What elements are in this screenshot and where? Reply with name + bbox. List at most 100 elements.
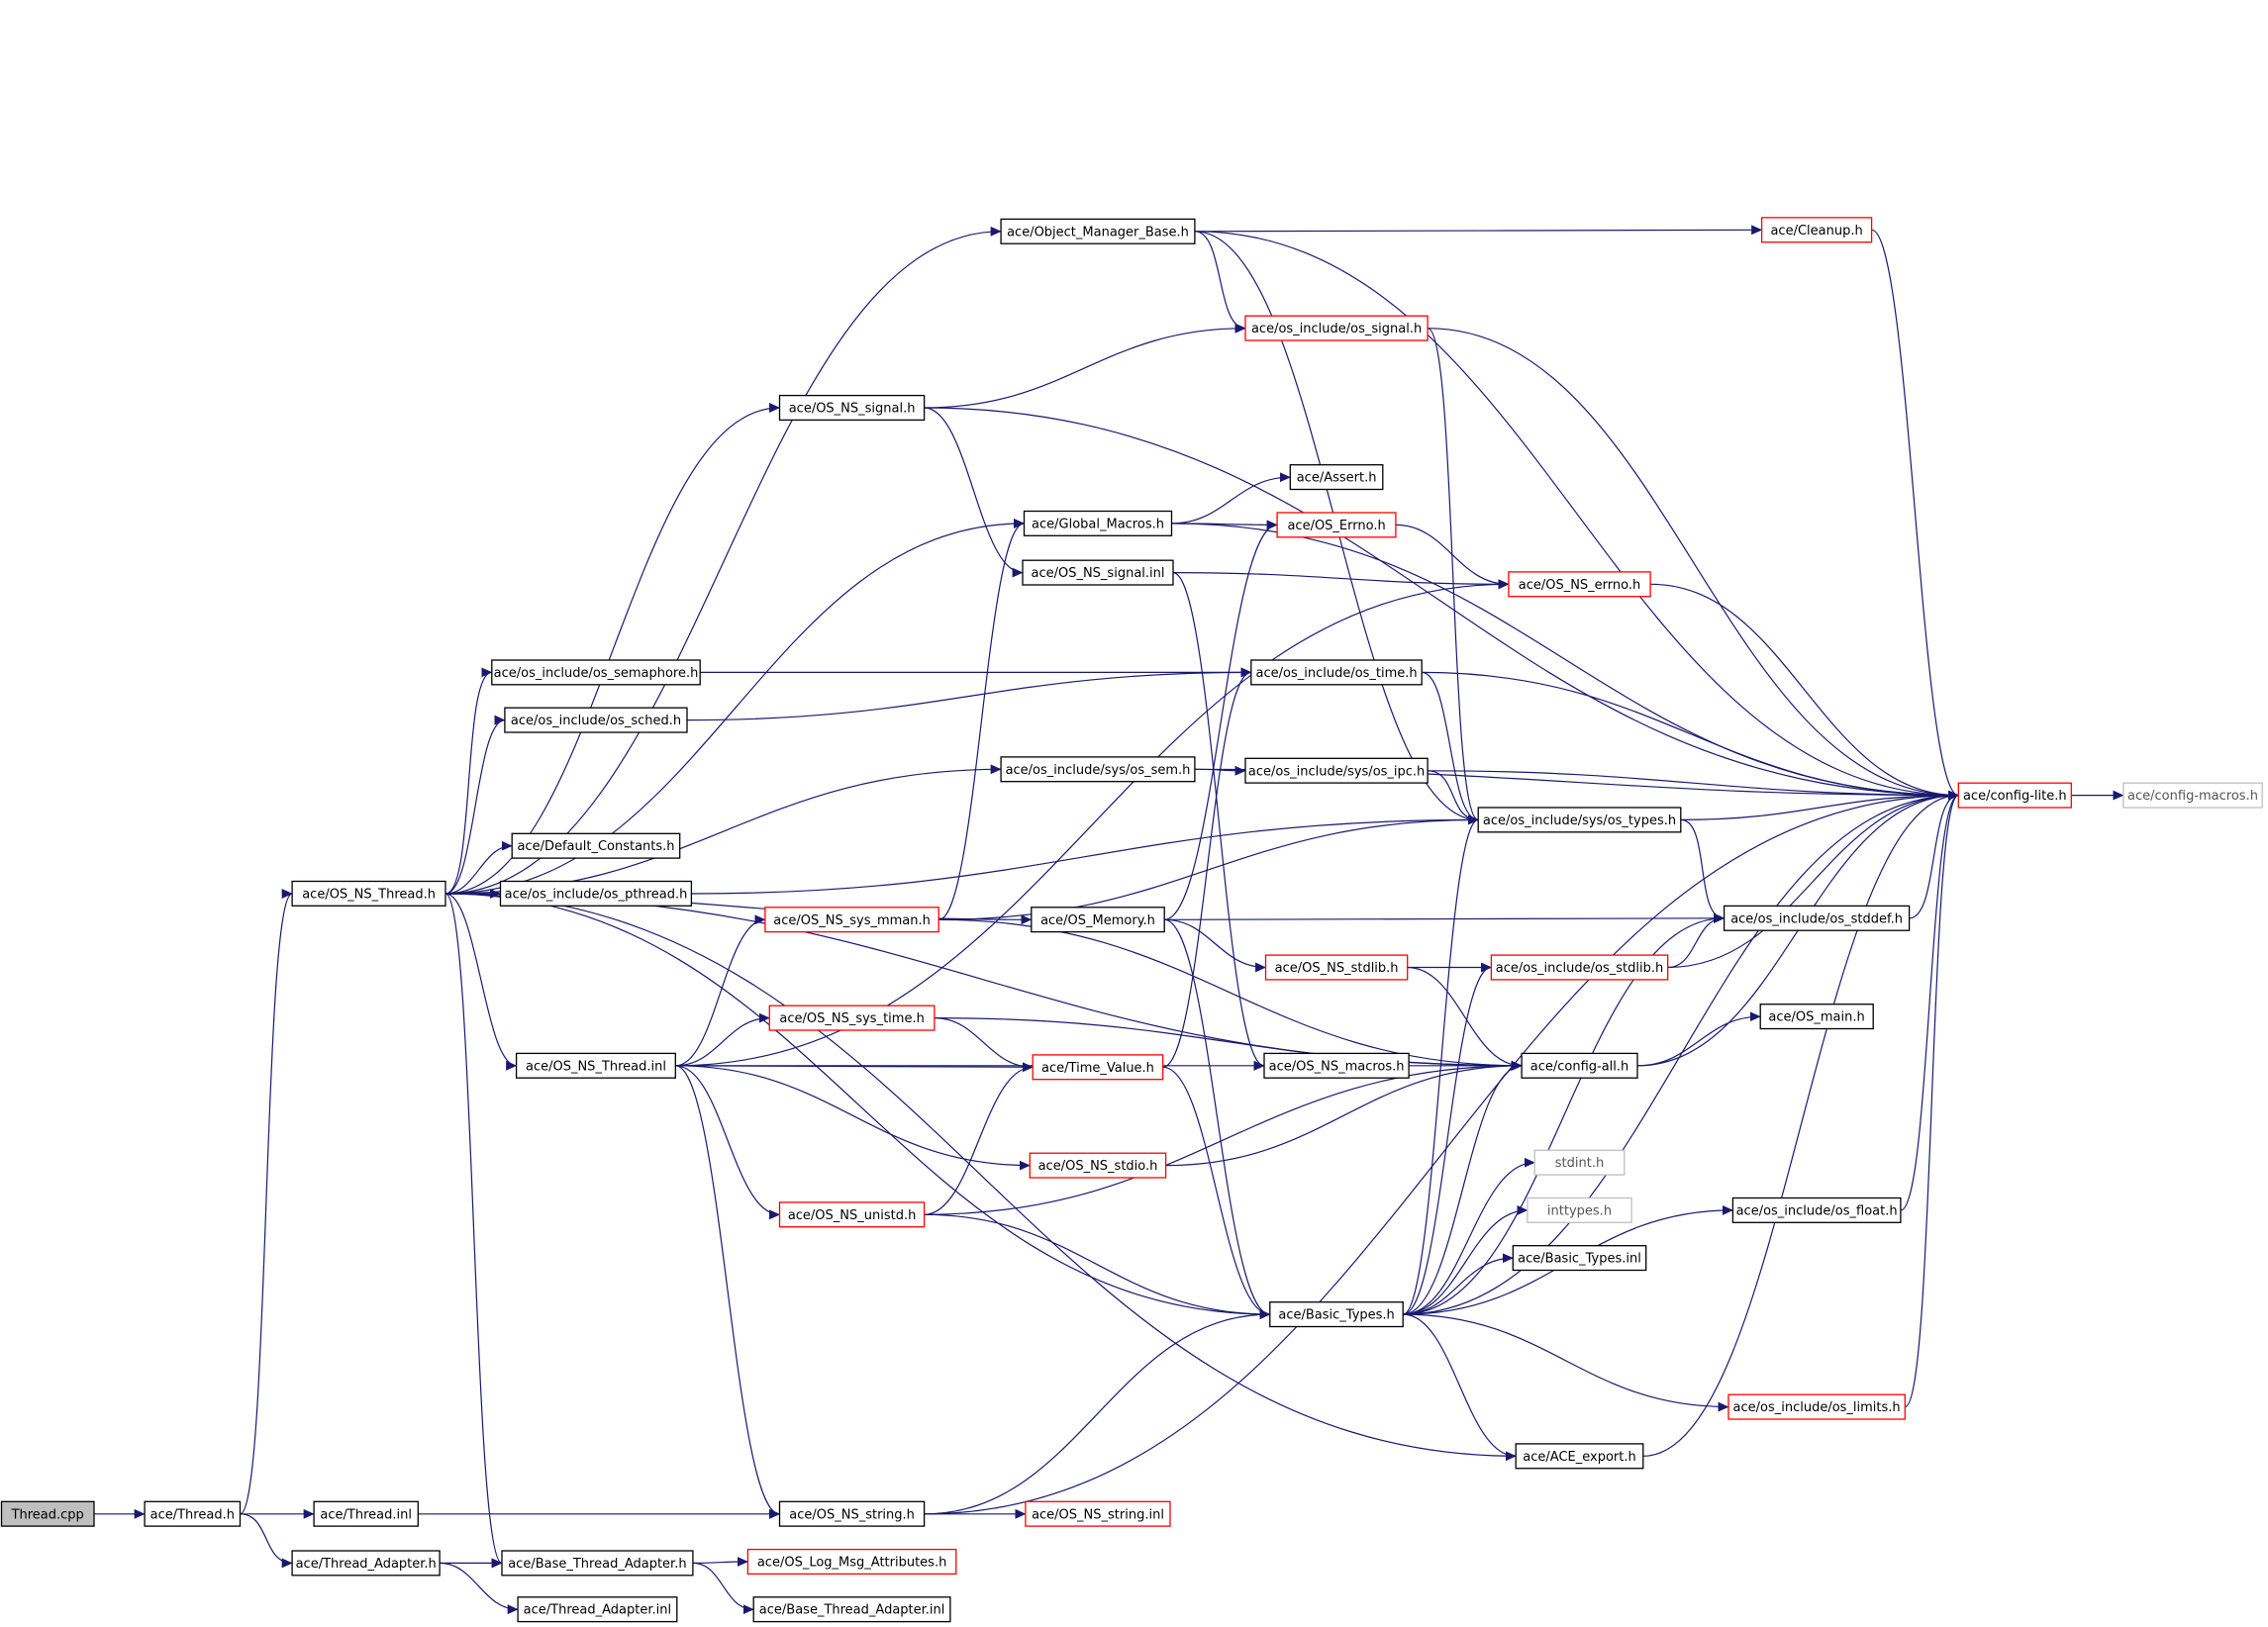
file-node-os-ns-thread-h[interactable]: ace/OS_NS_Thread.h	[291, 880, 446, 907]
edge-base_thread_adapter_h-to-os_log_msg_attributes_h	[692, 1557, 748, 1567]
edge-os_ns_thread_h-to-global_macros_h	[444, 518, 1026, 895]
edge-os_stddef_h-to-config_lite_h	[1909, 790, 1959, 919]
file-node-ace-export-h[interactable]: ace/ACE_export.h	[1515, 1443, 1644, 1470]
edge-os_float_h-to-config_lite_h	[1900, 790, 1959, 1211]
file-node-thread-h[interactable]: ace/Thread.h	[144, 1500, 242, 1527]
file-node-os-sys-ipc-h[interactable]: ace/os_include/sys/os_ipc.h	[1244, 757, 1429, 784]
file-node-box	[1250, 659, 1423, 686]
file-node-assert-h[interactable]: ace/Assert.h	[1289, 464, 1384, 491]
edge-object_manager_base_h-to-cleanup_h	[1194, 225, 1763, 236]
file-node-os-ns-sys-time-h[interactable]: ace/OS_NS_sys_time.h	[768, 1005, 936, 1031]
file-node-label: ace/os_include/sys/os_ipc.h	[1248, 764, 1425, 779]
file-node-label: ace/Time_Value.h	[1041, 1061, 1154, 1076]
edge-os_ns_thread_inl-to-os_ns_unistd_h	[675, 1065, 781, 1220]
file-node-os-sys-sem-h[interactable]: ace/os_include/sys/os_sem.h	[1000, 756, 1196, 783]
edge-os_ns_thread_h-to-os_semaphore_h	[444, 667, 493, 895]
file-node-label: ace/Thread_Adapter.h	[296, 1557, 437, 1572]
file-node-box	[1276, 512, 1397, 538]
file-node-label: ace/OS_main.h	[1768, 1010, 1864, 1025]
file-node-thread-adapter-h[interactable]: ace/Thread_Adapter.h	[291, 1550, 441, 1577]
edge-thread_adapter_h-to-thread_adapter_inl	[440, 1562, 519, 1615]
file-node-os-ns-stdio-h[interactable]: ace/OS_NS_stdio.h	[1029, 1152, 1167, 1179]
file-node-box	[2122, 782, 2263, 809]
file-node-box	[1957, 782, 2072, 809]
file-node-box	[746, 1548, 957, 1576]
file-node-label: ace/OS_NS_stdlib.h	[1275, 961, 1399, 976]
edge-basic_types_h-to-os_sys_types_h	[1403, 814, 1479, 1315]
file-node-os-ns-macros-h[interactable]: ace/OS_NS_macros.h	[1263, 1052, 1410, 1079]
file-node-os-signal-h[interactable]: ace/os_include/os_signal.h	[1244, 315, 1429, 341]
file-node-box	[144, 1500, 242, 1527]
file-node-box	[1025, 1500, 1171, 1527]
file-node-label: ace/OS_NS_string.h	[789, 1507, 915, 1522]
file-node-basic-types-h[interactable]: ace/Basic_Types.h	[1269, 1301, 1404, 1328]
file-node-label: ace/Base_Thread_Adapter.inl	[759, 1603, 945, 1618]
file-node-config-all-h[interactable]: ace/config-all.h	[1521, 1052, 1638, 1079]
file-node-os-log-msg-attributes-h[interactable]: ace/OS_Log_Msg_Attributes.h	[746, 1548, 957, 1576]
file-node-os-ns-signal-h[interactable]: ace/OS_NS_signal.h	[778, 394, 926, 422]
file-node-os-ns-stdlib-h[interactable]: ace/OS_NS_stdlib.h	[1264, 954, 1409, 981]
file-node-os-pthread-h[interactable]: ace/os_include/os_pthread.h	[499, 880, 693, 907]
file-node-thread-cpp[interactable]: Thread.cpp	[0, 1500, 95, 1527]
file-node-thread-adapter-inl[interactable]: ace/Thread_Adapter.inl	[517, 1596, 678, 1623]
edge-os_memory_h-to-os_errno_h	[1164, 520, 1278, 920]
edge-os_ns_string_h-to-basic_types_h	[924, 1309, 1271, 1515]
file-node-label: stdint.h	[1555, 1156, 1604, 1171]
file-node-box	[778, 1201, 926, 1228]
file-node-label: ace/Thread_Adapter.inl	[524, 1603, 671, 1618]
file-node-box	[1731, 1196, 1902, 1223]
edge-os_ns_signal_inl-to-os_ns_macros_h	[1172, 572, 1265, 1071]
edge-time_value_h-to-os_time_h	[1162, 667, 1252, 1068]
file-node-time-value-h[interactable]: ace/Time_Value.h	[1032, 1054, 1164, 1081]
file-node-box	[504, 707, 688, 733]
edge-os_sched_h-to-os_time_h	[686, 667, 1252, 721]
edge-basic_types_h-to-inttypes_h	[1403, 1204, 1528, 1315]
file-node-base-thread-adapter-inl[interactable]: ace/Base_Thread_Adapter.inl	[752, 1596, 951, 1623]
file-node-config-lite-h[interactable]: ace/config-lite.h	[1957, 782, 2072, 809]
file-node-box	[1508, 571, 1651, 598]
file-node-os-main-h[interactable]: ace/OS_main.h	[1759, 1004, 1874, 1030]
file-node-os-ns-unistd-h[interactable]: ace/OS_NS_unistd.h	[778, 1201, 926, 1228]
file-node-os-sched-h[interactable]: ace/os_include/os_sched.h	[504, 707, 688, 733]
file-node-global-macros-h[interactable]: ace/Global_Macros.h	[1023, 510, 1173, 536]
file-node-os-memory-h[interactable]: ace/OS_Memory.h	[1031, 907, 1165, 933]
file-node-box	[778, 1500, 926, 1527]
file-node-box	[1515, 1443, 1644, 1470]
edge-os_ns_stdio_h-to-config_all_h	[1165, 1060, 1523, 1167]
file-node-label: ace/Basic_Types.h	[1278, 1308, 1394, 1323]
file-node-os-ns-sys-mman-h[interactable]: ace/OS_NS_sys_mman.h	[764, 907, 939, 933]
edge-basic_types_h-to-os_stdlib_h	[1403, 962, 1492, 1315]
edge-os_ns_thread_inl-to-os_ns_stdio_h	[675, 1065, 1031, 1171]
file-node-os-sys-types-h[interactable]: ace/os_include/sys/os_types.h	[1477, 807, 1682, 833]
file-node-os-ns-errno-h[interactable]: ace/OS_NS_errno.h	[1508, 571, 1651, 598]
file-node-os-ns-string-inl[interactable]: ace/OS_NS_string.inl	[1025, 1500, 1171, 1527]
file-node-os-semaphore-h[interactable]: ace/os_include/os_semaphore.h	[491, 659, 701, 686]
file-node-label: ace/Default_Constants.h	[517, 839, 674, 854]
file-node-box	[1269, 1301, 1404, 1328]
file-node-os-errno-h[interactable]: ace/OS_Errno.h	[1276, 512, 1397, 538]
file-node-os-ns-signal-inl[interactable]: ace/OS_NS_signal.inl	[1022, 559, 1174, 586]
file-node-os-time-h[interactable]: ace/os_include/os_time.h	[1250, 659, 1423, 686]
file-node-os-stdlib-h[interactable]: ace/os_include/os_stdlib.h	[1490, 954, 1669, 981]
file-node-thread-inl[interactable]: ace/Thread.inl	[313, 1500, 419, 1527]
file-node-os-limits-h[interactable]: ace/os_include/os_limits.h	[1727, 1393, 1906, 1420]
edge-os_ns_thread_h-to-base_thread_adapter_h	[444, 893, 503, 1569]
edge-os_ns_thread_inl-to-os_ns_sys_mman_h	[675, 914, 766, 1067]
file-node-default-constants-h[interactable]: ace/Default_Constants.h	[511, 832, 681, 859]
file-node-box	[515, 1052, 676, 1079]
edge-os_ns_thread_h-to-os_sched_h	[444, 715, 506, 895]
file-node-base-thread-adapter-h[interactable]: ace/Base_Thread_Adapter.h	[501, 1550, 694, 1577]
file-node-label: ace/os_include/os_float.h	[1736, 1203, 1898, 1218]
file-node-label: ace/os_include/sys/os_types.h	[1483, 814, 1676, 828]
file-node-os-stddef-h[interactable]: ace/os_include/os_stddef.h	[1723, 905, 1911, 931]
edge-basic_types_h-to-os_limits_h	[1403, 1313, 1729, 1412]
file-node-label: ace/Cleanup.h	[1770, 224, 1862, 239]
file-node-os-float-h[interactable]: ace/os_include/os_float.h	[1731, 1196, 1902, 1223]
file-node-inttypes-h: inttypes.h	[1527, 1196, 1632, 1223]
file-node-os-ns-thread-inl[interactable]: ace/OS_NS_Thread.inl	[515, 1052, 676, 1079]
edge-os_ns_sys_time_h-to-time_value_h	[934, 1017, 1034, 1073]
file-node-basic-types-inl[interactable]: ace/Basic_Types.inl	[1512, 1245, 1647, 1272]
file-node-object-manager-base-h[interactable]: ace/Object_Manager_Base.h	[1000, 218, 1196, 244]
file-node-cleanup-h[interactable]: ace/Cleanup.h	[1760, 217, 1873, 243]
file-node-os-ns-string-h[interactable]: ace/OS_NS_string.h	[778, 1500, 926, 1527]
